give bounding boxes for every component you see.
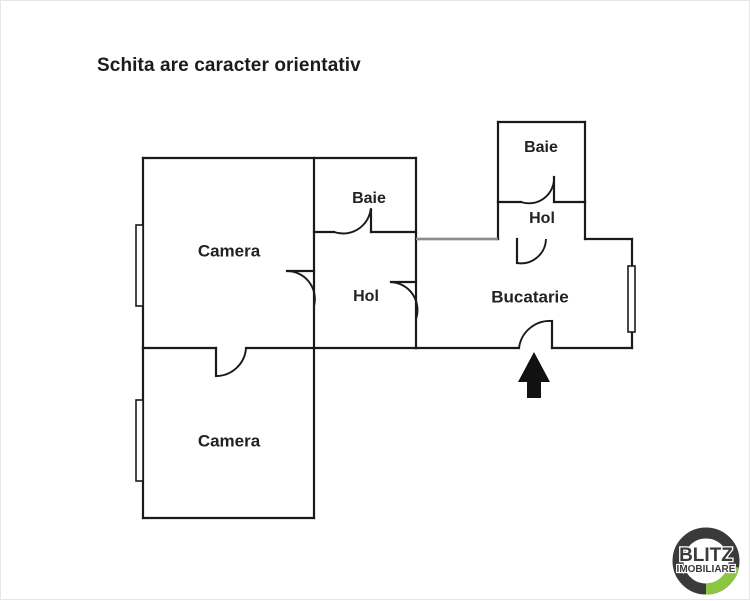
room-label-hol-right: Hol <box>526 210 558 228</box>
windows-group <box>135 224 636 482</box>
door-arcs-group <box>215 176 555 377</box>
walls-group <box>141 120 634 520</box>
door-arc-entrance <box>518 320 553 349</box>
room-label-hol-left: Hol <box>350 288 382 306</box>
door-arc-hol-right <box>516 238 547 265</box>
logo-graphic: BLITZ IMOBILIARE <box>672 527 740 595</box>
entrance-arrow <box>518 352 550 398</box>
door-arc-baie-right <box>520 176 555 205</box>
room-label-bucatarie: Bucatarie <box>488 288 572 308</box>
door-arc-camera-top-hol <box>286 270 316 307</box>
logo-brand-bottom: IMOBILIARE <box>677 564 736 575</box>
window-camera-top <box>135 224 144 307</box>
door-arc-baie-left <box>333 203 372 235</box>
blitz-imobiliare-logo[interactable]: BLITZ IMOBILIARE <box>669 525 743 597</box>
room-label-camera-bottom: Camera <box>194 432 264 452</box>
window-camera-bot <box>135 399 144 482</box>
door-arc-hol-bucatarie <box>390 281 419 320</box>
room-label-camera-top: Camera <box>194 242 264 262</box>
page-title: Schita are caracter orientativ <box>97 55 361 76</box>
room-label-baie-right: Baie <box>521 139 561 157</box>
window-bucatarie <box>627 265 636 333</box>
logo-brand-top: BLITZ <box>679 545 733 566</box>
logo-ring-accent <box>705 565 739 595</box>
room-label-baie-left: Baie <box>349 190 389 208</box>
door-arc-camera-bot <box>215 347 247 377</box>
